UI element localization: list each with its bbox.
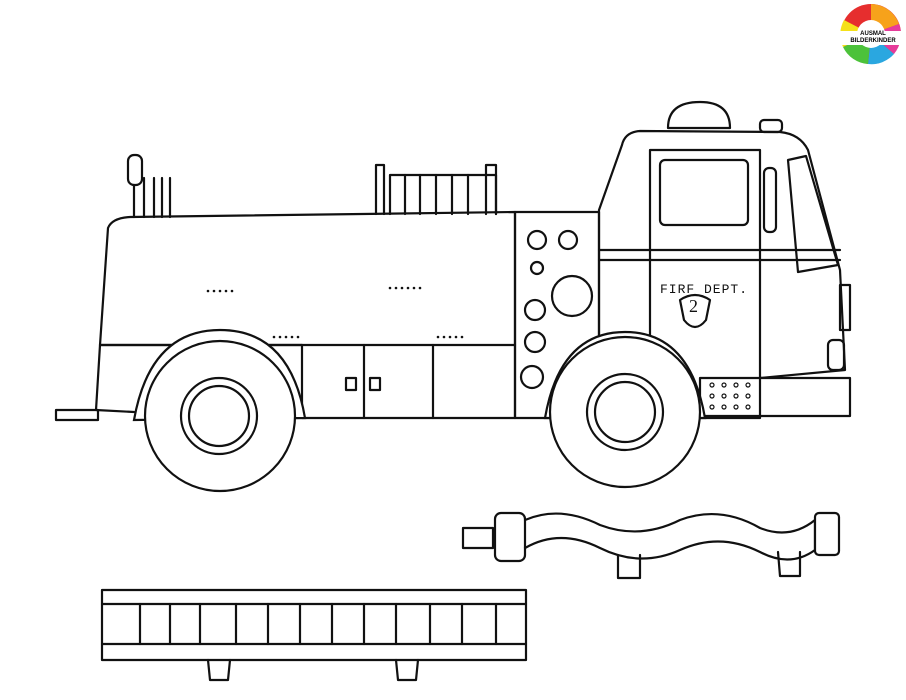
cab-window — [658, 158, 750, 227]
badge-number: 2 — [689, 296, 698, 316]
windshield — [786, 154, 840, 274]
hose — [461, 511, 841, 580]
rivets — [206, 286, 464, 339]
logo-text: AUSMAL BILDERKINDER — [840, 31, 906, 45]
tank-lower — [94, 343, 136, 414]
ladder — [100, 588, 528, 682]
door-label: FIRF DEPT. — [660, 282, 749, 297]
rear-step — [54, 408, 100, 422]
tank-body — [98, 210, 517, 420]
door-badge — [678, 293, 712, 329]
roof-light — [666, 100, 732, 130]
